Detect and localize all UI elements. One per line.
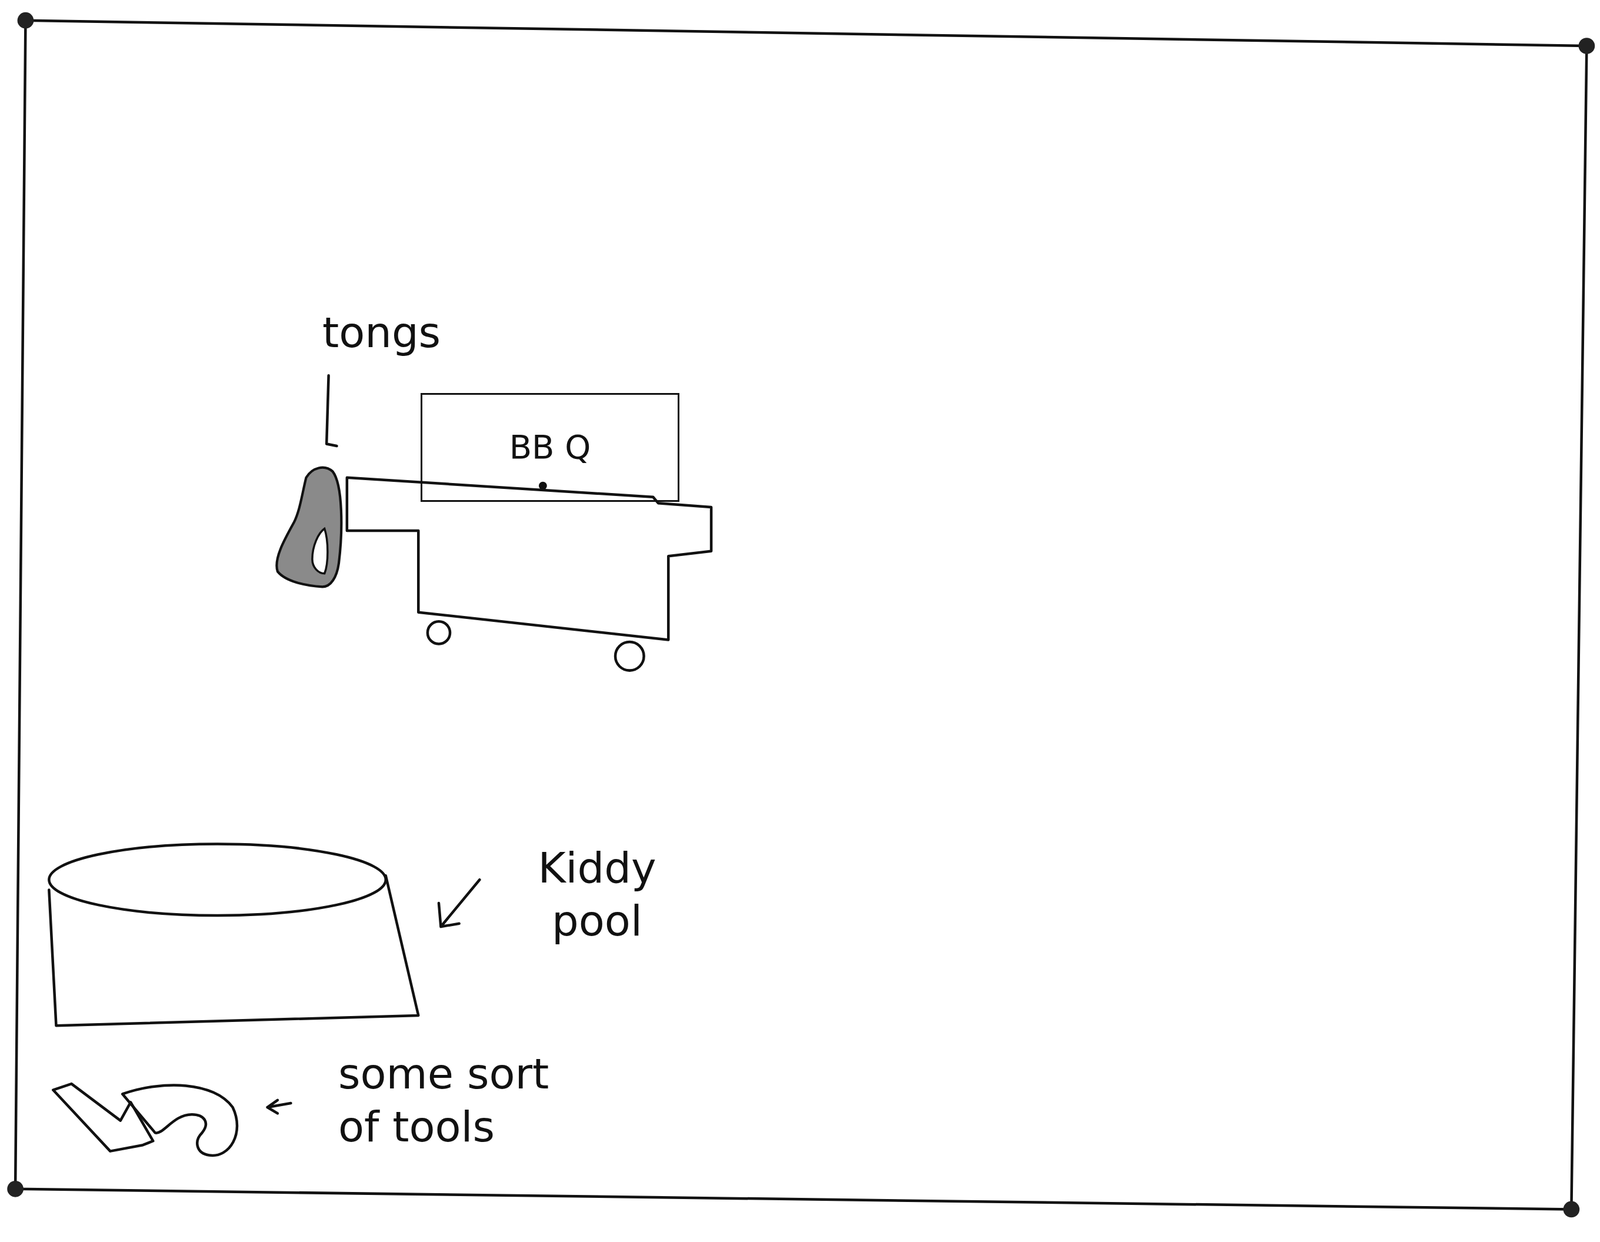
corner-pin (17, 12, 35, 29)
grill-wheel (427, 621, 450, 644)
corner-pin (1562, 1201, 1580, 1218)
grill-lid: BB Q (420, 392, 680, 502)
leader-line (326, 375, 337, 446)
box-text: BB Q (509, 428, 592, 466)
leader-arrow (267, 1100, 292, 1114)
kiddy-pool-side (48, 875, 419, 1026)
grill-body (347, 477, 712, 640)
part-label: some sort of tools (338, 1047, 574, 1153)
corner-pin (1578, 37, 1595, 55)
tool-shape (122, 1084, 238, 1156)
part-label: tongs (322, 305, 464, 359)
kiddy-pool-rim (48, 844, 386, 916)
page-border (15, 20, 1587, 1210)
grill-wheel (615, 641, 645, 671)
grill-knob (538, 481, 548, 490)
part-label: Kiddy pool (517, 841, 677, 948)
leader-arrow (438, 879, 480, 927)
tongs-drawing (276, 467, 342, 588)
corner-pin (7, 1180, 24, 1198)
tool-shape (52, 1083, 153, 1151)
